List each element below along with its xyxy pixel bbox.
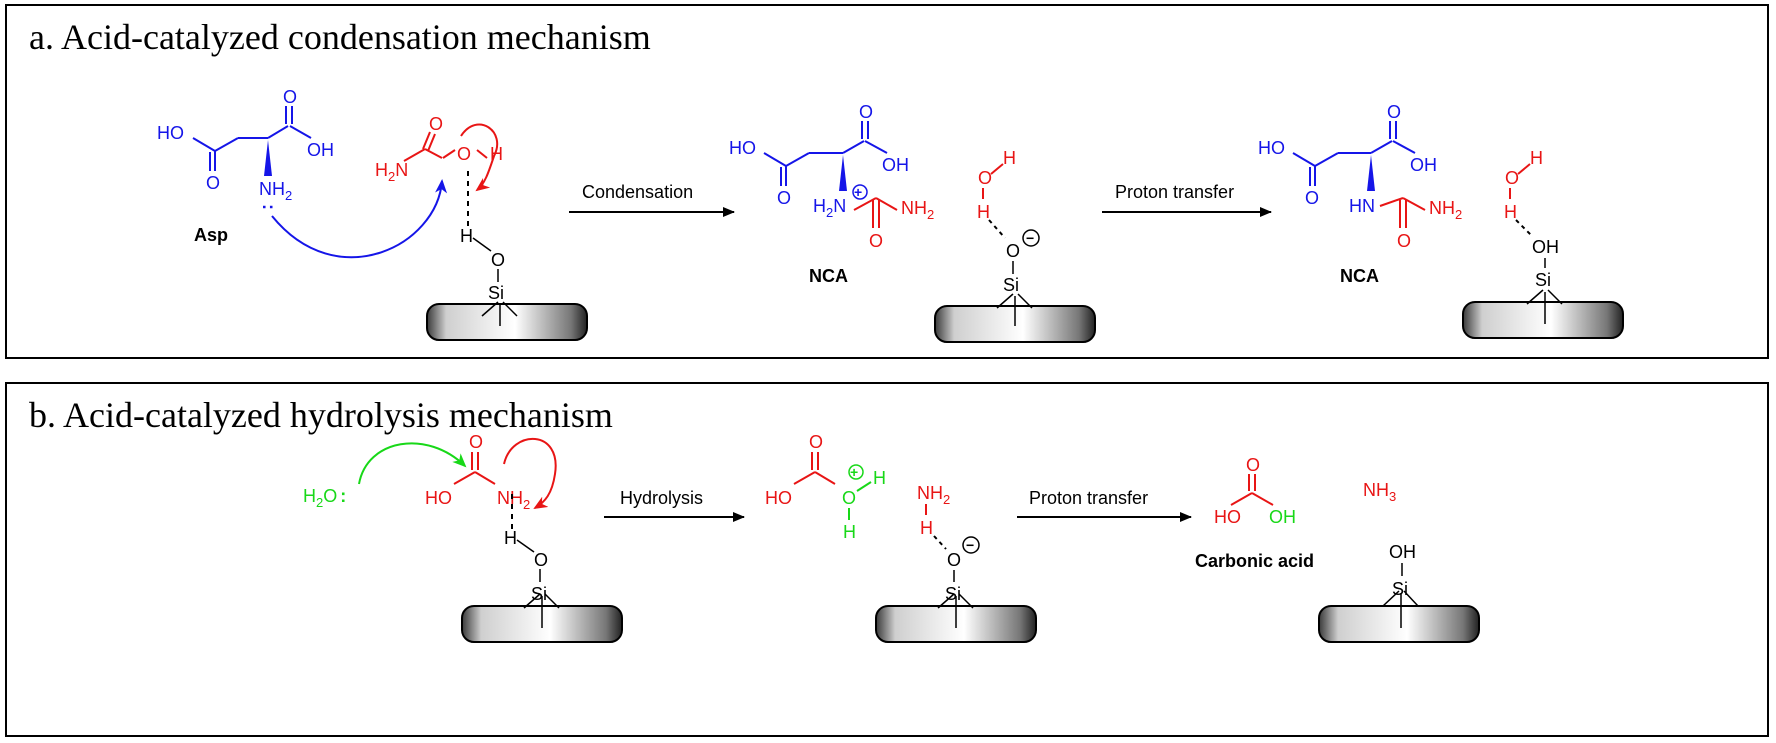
nca-intermediate: HO OH O O H2N + NH2 O NCA	[729, 102, 934, 286]
ammonia-label: NH3	[1363, 480, 1396, 504]
nca1-plus-charge: +	[854, 184, 862, 200]
proton-transfer-label-a: Proton transfer	[1115, 182, 1234, 202]
proton-shift-arrow	[460, 123, 499, 192]
silanolate-minus-b: −	[966, 537, 974, 553]
condensation-label: Condensation	[582, 182, 693, 202]
water-nucleophile: H2O:	[303, 442, 467, 510]
pca-plus-charge: +	[850, 464, 858, 480]
silanol-h-b1: H	[504, 528, 517, 548]
silanolate-minus: −	[1026, 230, 1034, 246]
silanol-o-1: O	[491, 250, 505, 270]
nca2-urea-o: O	[1397, 231, 1411, 251]
water1-h-bottom: H	[977, 202, 990, 222]
water1-h-top: H	[1003, 148, 1016, 168]
pca-h-right: H	[873, 468, 886, 488]
nca2-carbonyl-o: O	[1387, 102, 1401, 122]
nh2-and-silanolate: NH2 H O − Si	[875, 483, 1037, 643]
water2-h-top: H	[1530, 148, 1543, 168]
silica-surface-b3: OH Si	[1318, 542, 1480, 643]
condensation-scheme: HO OH O O NH2 : Asp H2N O O H	[157, 87, 1624, 343]
carbamic-acid: H2N O O H	[375, 114, 503, 192]
pca-o-label: O	[842, 488, 856, 508]
ammonium-nh2-label: NH2	[917, 483, 950, 507]
carbamic-h2n-label: H2N	[375, 160, 408, 184]
nca1-ho-label: HO	[729, 138, 756, 158]
ca-carbonyl-o: O	[1246, 455, 1260, 475]
carbonic-acid-label: Carbonic acid	[1195, 551, 1314, 571]
nh2-proton-arrow	[503, 438, 557, 510]
asp-molecule: HO OH O O NH2 : Asp	[157, 87, 334, 245]
si-label-2: Si	[1003, 275, 1019, 295]
nca1-side-o: O	[777, 188, 791, 208]
water2-h-bottom: H	[1504, 202, 1517, 222]
silanol-h-1: H	[460, 226, 473, 246]
nca1-label: NCA	[809, 266, 848, 286]
ca-oh-label: OH	[1269, 507, 1296, 527]
proton-transfer-arrow-a: Proton transfer	[1102, 182, 1272, 217]
carbamic-oh-o: O	[457, 144, 471, 164]
nca2-nh2-label: NH2	[1429, 198, 1462, 222]
carb-b-nh2-label: NH2	[497, 488, 530, 512]
si-label-1: Si	[488, 283, 504, 303]
asp-oh-label: OH	[307, 140, 334, 160]
nca-product: HO OH O O HN NH2 O NCA	[1258, 102, 1462, 286]
silanol-o-b1: O	[534, 550, 548, 570]
nca1-h2n-label: H2N	[813, 196, 846, 220]
h2o-label: H2O:	[303, 486, 346, 510]
nca1-nh2-label: NH2	[901, 198, 934, 222]
silanol-oh-2: OH	[1532, 237, 1559, 257]
nca1-carbonyl-o: O	[859, 102, 873, 122]
carbamic-carbonyl-o: O	[429, 114, 443, 134]
nca1-urea-o: O	[869, 231, 883, 251]
nca2-ho-label: HO	[1258, 138, 1285, 158]
silanolate-o-b: O	[947, 550, 961, 570]
panel-a-title: a. Acid-catalyzed condensation mechanism	[29, 17, 651, 57]
ammonium-h-label: H	[920, 518, 933, 538]
asp-label: Asp	[194, 225, 228, 245]
proton-transfer-arrow-b: Proton transfer	[1017, 488, 1192, 522]
nca2-label: NCA	[1340, 266, 1379, 286]
asp-side-o: O	[206, 173, 220, 193]
pca-ho-label: HO	[765, 488, 792, 508]
nca2-side-o: O	[1305, 188, 1319, 208]
silanol-oh-b3: OH	[1389, 542, 1416, 562]
pca-h-bottom: H	[843, 522, 856, 542]
panel-condensation: a. Acid-catalyzed condensation mechanism	[5, 4, 1769, 359]
panel-hydrolysis: b. Acid-catalyzed hydrolysis mechanism H…	[5, 382, 1769, 737]
carbamic-acid-b: HO O NH2	[425, 432, 557, 512]
condensation-arrow: Condensation	[569, 182, 735, 217]
ca-ho-label: HO	[1214, 507, 1241, 527]
panel-b-title: b. Acid-catalyzed hydrolysis mechanism	[29, 395, 613, 435]
water-attack-arrow	[358, 442, 467, 485]
si-label-3: Si	[1535, 270, 1551, 290]
nca2-oh-label: OH	[1410, 155, 1437, 175]
water2-o: O	[1505, 168, 1519, 188]
silica-surface-b1: H O Si	[461, 494, 623, 643]
water-and-silanolate: O H H O − Si	[934, 148, 1096, 343]
proton-transfer-label-b: Proton transfer	[1029, 488, 1148, 508]
nca1-oh-label: OH	[882, 155, 909, 175]
hydrolysis-scheme: H2O: HO O NH2 H O Si	[303, 432, 1480, 643]
asp-carbonyl-o: O	[283, 87, 297, 107]
pca-carbonyl-o: O	[809, 432, 823, 452]
silica-surface-1: H O Si	[426, 171, 588, 341]
water1-o: O	[978, 168, 992, 188]
carb-b-ho-label: HO	[425, 488, 452, 508]
asp-ho-label: HO	[157, 123, 184, 143]
protonated-carbonic-acid: HO O O + H H	[765, 432, 886, 542]
hydrolysis-label: Hydrolysis	[620, 488, 703, 508]
nucleophilic-attack-arrow	[271, 179, 448, 259]
asp-nh2-label: NH2	[259, 179, 292, 203]
silanolate-o: O	[1006, 241, 1020, 261]
asp-lone-pair: :	[259, 204, 279, 210]
water-and-silanol: O H H OH Si	[1462, 148, 1624, 339]
hydrolysis-arrow: Hydrolysis	[604, 488, 745, 522]
nca2-hn-label: HN	[1349, 196, 1375, 216]
carb-b-carbonyl-o: O	[469, 432, 483, 452]
carbonic-acid: HO O OH Carbonic acid	[1195, 455, 1314, 571]
